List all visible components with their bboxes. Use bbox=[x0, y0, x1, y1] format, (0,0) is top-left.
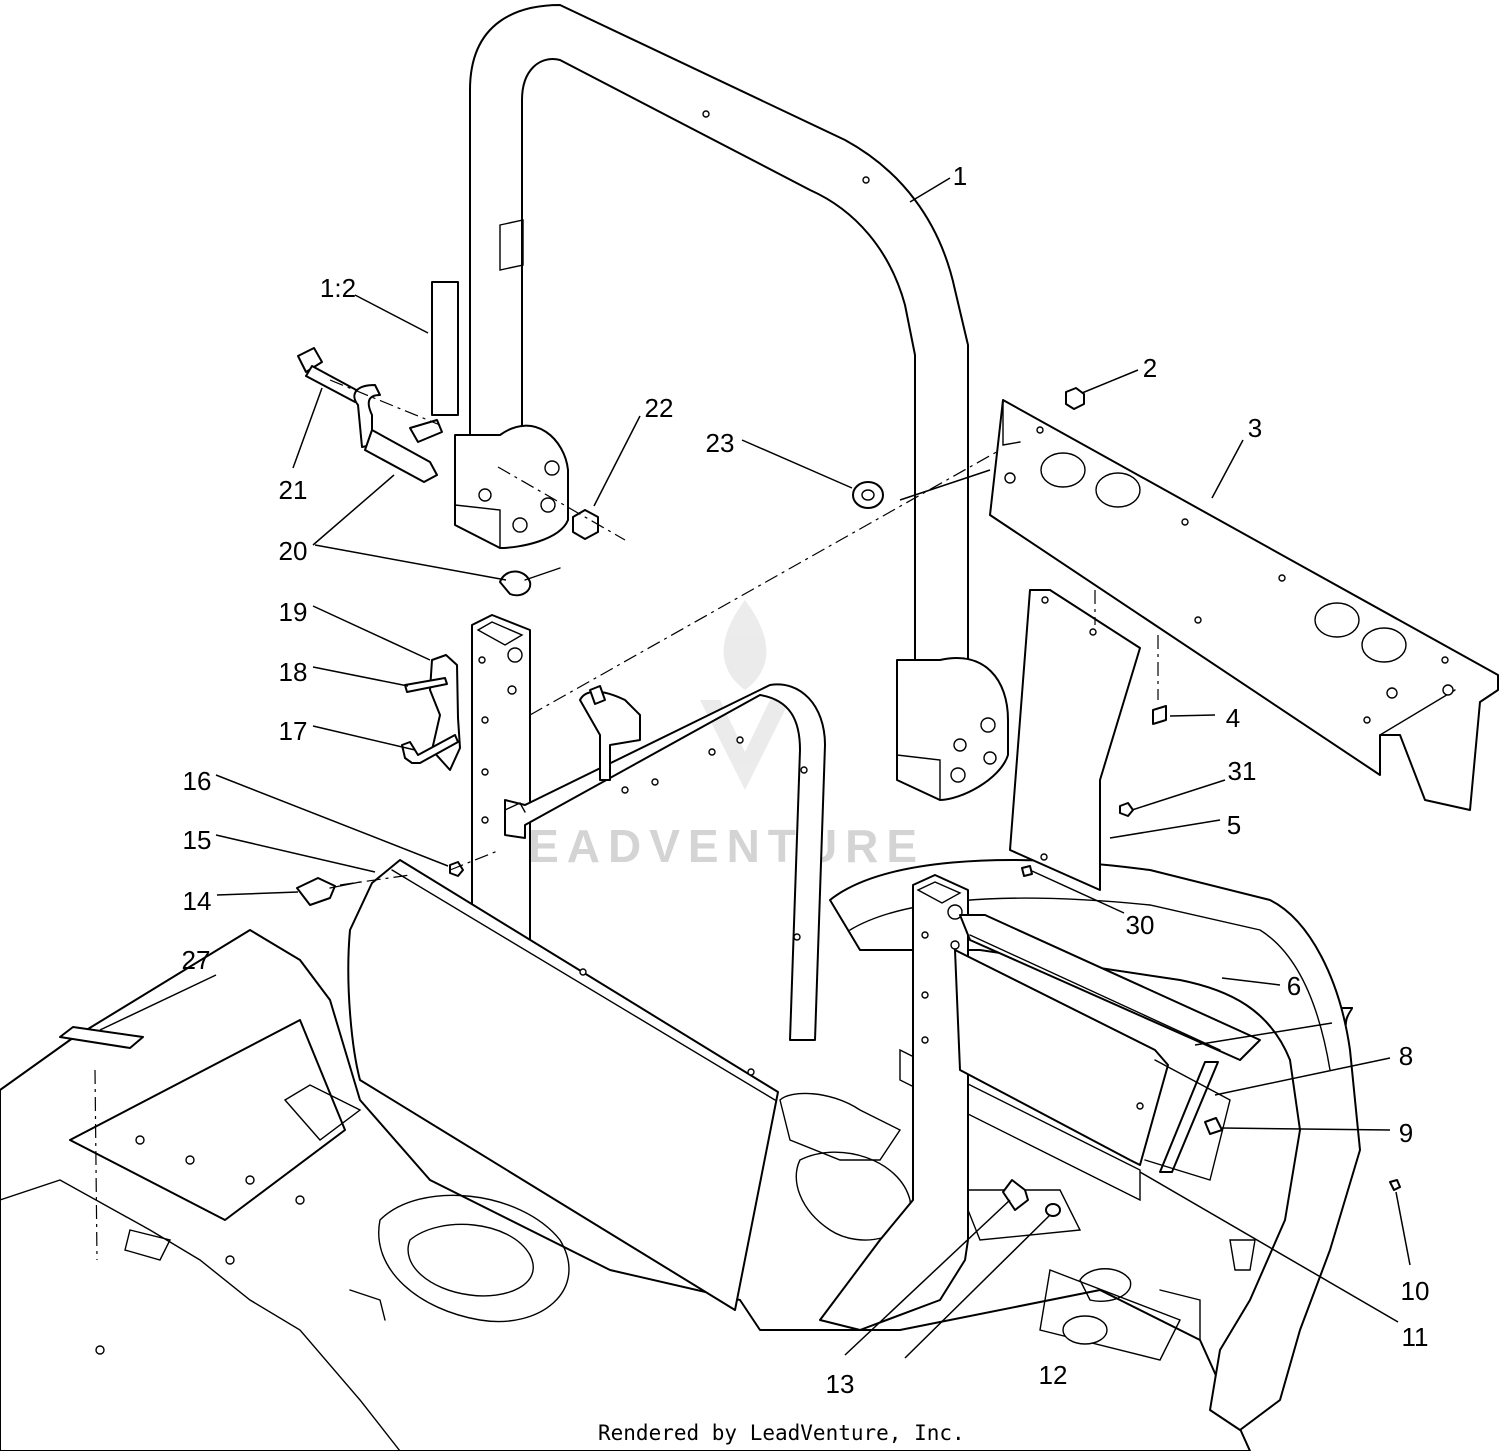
callout-8: 8 bbox=[1399, 1041, 1413, 1071]
callout-1: 1 bbox=[953, 161, 967, 191]
callout-21: 21 bbox=[279, 475, 308, 505]
rops-lower-right-post bbox=[819, 874, 969, 1331]
callout-27: 27 bbox=[182, 945, 211, 975]
screw-18 bbox=[404, 677, 448, 693]
rail-7 bbox=[959, 914, 1261, 1061]
callout-labels: 11:2234567891011121314151617181920212223… bbox=[182, 161, 1430, 1399]
watermark-text: LEADVENTURE bbox=[492, 820, 925, 872]
callout-10: 10 bbox=[1401, 1276, 1430, 1306]
callout-20: 20 bbox=[279, 536, 308, 566]
callout-15: 15 bbox=[183, 825, 212, 855]
decal-27 bbox=[59, 1026, 144, 1049]
nut-22 bbox=[572, 509, 599, 540]
callout-16: 16 bbox=[183, 766, 212, 796]
callout-9: 9 bbox=[1399, 1118, 1413, 1148]
washer-23 bbox=[852, 481, 884, 509]
footer-credit: Rendered by LeadVenture, Inc. bbox=[598, 1421, 965, 1445]
callout-31: 31 bbox=[1228, 756, 1257, 786]
callout-4: 4 bbox=[1226, 703, 1240, 733]
pin-20 bbox=[353, 384, 561, 597]
callout-1-2: 1:2 bbox=[320, 273, 356, 303]
callout-22: 22 bbox=[645, 393, 674, 423]
callout-11: 11 bbox=[1402, 1322, 1429, 1352]
screw-30 bbox=[1021, 865, 1033, 877]
bracket-8 bbox=[1159, 1061, 1219, 1173]
callout-14: 14 bbox=[183, 886, 212, 916]
callout-19: 19 bbox=[279, 597, 308, 627]
callout-3: 3 bbox=[1248, 413, 1262, 443]
seat-back-panel-15 bbox=[347, 859, 779, 1311]
bolt-4 bbox=[1152, 705, 1167, 725]
nut-31 bbox=[1119, 802, 1134, 817]
bolt-17 bbox=[401, 734, 459, 764]
callout-13: 13 bbox=[826, 1369, 855, 1399]
clip-9 bbox=[1204, 1117, 1223, 1135]
decal-1-2 bbox=[431, 281, 459, 416]
leader-lines bbox=[99, 177, 1411, 1359]
side-panel-5 bbox=[1009, 589, 1141, 891]
callout-7: 7 bbox=[1340, 1001, 1354, 1031]
callout-2: 2 bbox=[1143, 353, 1157, 383]
center-lines bbox=[94, 379, 1159, 1261]
chassis bbox=[0, 859, 1361, 1451]
rops-lower-loop bbox=[504, 683, 826, 1041]
nut-2 bbox=[1065, 387, 1085, 410]
battery-tray-11 bbox=[954, 949, 1231, 1181]
frame-channel-3 bbox=[989, 399, 1499, 811]
rops-upper-loop bbox=[454, 4, 1009, 801]
callout-5: 5 bbox=[1227, 810, 1241, 840]
watermark-logo bbox=[700, 600, 790, 790]
callout-30: 30 bbox=[1126, 910, 1155, 940]
callout-17: 17 bbox=[279, 716, 308, 746]
callout-12: 12 bbox=[1039, 1360, 1068, 1390]
clip-14 bbox=[296, 877, 361, 906]
callout-18: 18 bbox=[279, 657, 308, 687]
knob-13 bbox=[1002, 1179, 1029, 1211]
nut-10 bbox=[1389, 1179, 1401, 1191]
washer-12 bbox=[1045, 1203, 1061, 1217]
callout-6: 6 bbox=[1287, 971, 1301, 1001]
bolt-21 bbox=[297, 347, 361, 403]
callout-23: 23 bbox=[706, 428, 735, 458]
